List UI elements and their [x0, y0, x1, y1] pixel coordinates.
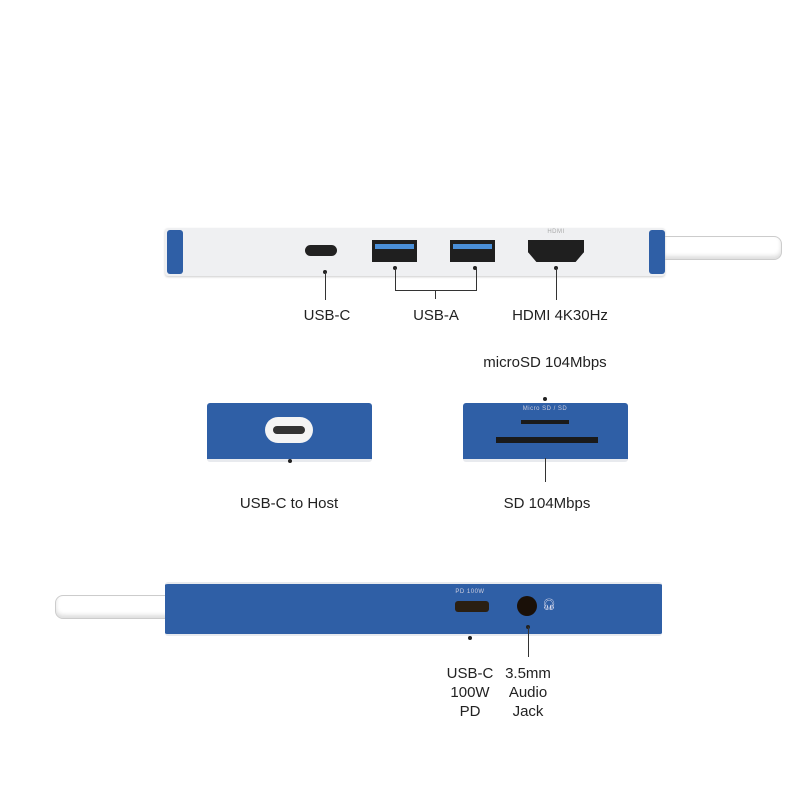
microsd-slot: [521, 420, 569, 424]
usb-c-host-port: [265, 417, 313, 443]
host-dot: [288, 459, 292, 463]
usb-c-leader: [325, 272, 326, 300]
pd-line-3: PD: [459, 703, 481, 720]
sd-leader: [545, 458, 546, 482]
usb-a-port-2: [450, 240, 495, 262]
sd-slot: [496, 437, 598, 443]
audio-leader: [528, 627, 529, 657]
hub-card-end: Micro SD / SD: [463, 403, 628, 462]
usb-a-bracket: [395, 268, 477, 291]
audio-line-1: 3.5mm: [505, 665, 551, 682]
usb-a-port-1: [372, 240, 417, 262]
headphones-icon: 🎧︎: [542, 599, 556, 611]
label-pd: USB-C 100W PD: [447, 664, 494, 721]
hdmi-leader: [556, 268, 557, 300]
audio-line-2: Audio: [508, 684, 548, 701]
pd-line-2: 100W: [450, 684, 490, 701]
label-sd: SD 104Mbps: [503, 495, 591, 512]
label-usb-a: USB-A: [413, 307, 459, 324]
cable-bottom: [55, 595, 182, 619]
hdmi-marking: HDMI: [547, 229, 565, 235]
hub-host-end: [207, 403, 372, 462]
audio-jack: [517, 596, 537, 616]
label-host: USB-C to Host: [239, 495, 339, 512]
hub-bottom-view: PD 100W 🎧︎: [165, 582, 662, 636]
label-microsd: microSD 104Mbps: [483, 354, 607, 371]
label-usb-c: USB-C: [303, 307, 351, 324]
audio-line-3: Jack: [512, 703, 544, 720]
end-cap-right: [649, 230, 665, 274]
end-cap-left: [167, 230, 183, 274]
cable: [655, 236, 782, 260]
usb-c-pd-port: [455, 601, 489, 612]
pd-dot: [468, 636, 472, 640]
label-audio: 3.5mm Audio Jack: [505, 664, 551, 721]
microsd-dot: [543, 397, 547, 401]
label-hdmi: HDMI 4K30Hz: [512, 307, 608, 324]
pd-line-1: USB-C: [446, 665, 494, 682]
pd-marking: PD 100W: [455, 589, 485, 595]
card-marking: Micro SD / SD: [522, 406, 568, 412]
usb-a-dot-2: [473, 266, 477, 270]
hdmi-port: [528, 240, 584, 262]
usb-c-port: [305, 245, 337, 256]
hub-top-view: HDMI: [165, 228, 665, 276]
usb-a-leader: [435, 290, 436, 299]
